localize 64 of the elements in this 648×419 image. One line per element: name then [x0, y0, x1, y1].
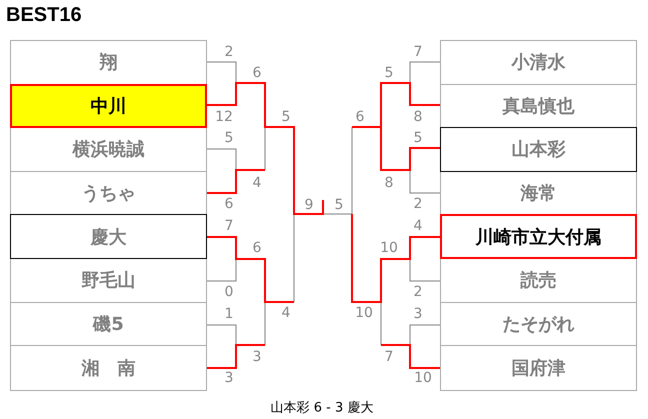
score-label: 5 — [414, 131, 422, 145]
score-label: 2 — [414, 285, 422, 299]
team-box — [440, 127, 637, 172]
score-label: 7 — [224, 219, 234, 233]
team-box — [10, 345, 207, 391]
score-label: 10 — [380, 241, 398, 255]
result-note: 山本彩 6 - 3 慶大 — [270, 402, 374, 414]
score-label: 3 — [252, 350, 262, 364]
score-label: 0 — [224, 285, 234, 299]
team-box — [440, 258, 637, 303]
score-label: 2 — [414, 197, 422, 211]
score-label: 9 — [304, 198, 314, 212]
team-box — [440, 345, 637, 391]
score-label: 6 — [224, 197, 234, 211]
team-name: 湘 南 — [82, 357, 136, 380]
team-box — [10, 302, 207, 346]
team-name: 小清水 — [512, 51, 566, 74]
team-name: うちゃ — [82, 182, 136, 206]
score-label: 10 — [414, 371, 432, 385]
score-label: 6 — [356, 110, 364, 124]
team-name: 川崎市立大付属 — [476, 226, 602, 249]
team-box — [10, 127, 207, 172]
team-name: 磯5 — [93, 312, 124, 336]
score-label: 5 — [282, 110, 290, 124]
team-name: 野毛山 — [82, 269, 136, 292]
score-label: 8 — [414, 110, 422, 124]
team-box — [10, 170, 207, 216]
score-label: 3 — [414, 307, 422, 321]
team-name: 山本彩 — [512, 138, 566, 162]
score-label: 5 — [224, 131, 234, 145]
score-label: 10 — [355, 306, 373, 320]
team-box — [10, 40, 207, 85]
score-label: 7 — [384, 350, 394, 364]
team-name: 中川 — [90, 94, 126, 118]
score-label: 3 — [224, 371, 234, 385]
score-label: 7 — [414, 45, 422, 59]
score-label: 2 — [224, 45, 234, 59]
score-label: 6 — [252, 66, 262, 80]
score-label: 5 — [334, 198, 344, 212]
team-box — [440, 84, 637, 128]
team-box — [440, 302, 637, 346]
team-box — [440, 40, 637, 85]
team-name: 慶大 — [90, 226, 126, 249]
score-label: 8 — [384, 176, 394, 190]
team-box — [10, 214, 207, 259]
team-name: 真島慎也 — [502, 94, 574, 118]
title: BEST16 — [6, 4, 82, 27]
team-box — [440, 214, 637, 259]
score-label: 4 — [414, 219, 422, 233]
score-label: 4 — [252, 176, 262, 190]
score-label: 12 — [215, 110, 233, 124]
team-box — [10, 258, 207, 303]
team-name: 海常 — [520, 182, 556, 206]
score-label: 1 — [224, 307, 234, 321]
team-name: 読売 — [520, 269, 556, 292]
team-name: 翔 — [100, 51, 118, 74]
team-box — [440, 170, 637, 216]
team-name: 横浜暁誠 — [72, 138, 144, 162]
score-label: 6 — [252, 241, 262, 255]
team-box — [10, 84, 207, 128]
team-name: たそがれ — [502, 312, 574, 336]
score-label: 5 — [384, 66, 394, 80]
score-label: 4 — [282, 306, 290, 320]
team-name: 国府津 — [512, 357, 566, 380]
